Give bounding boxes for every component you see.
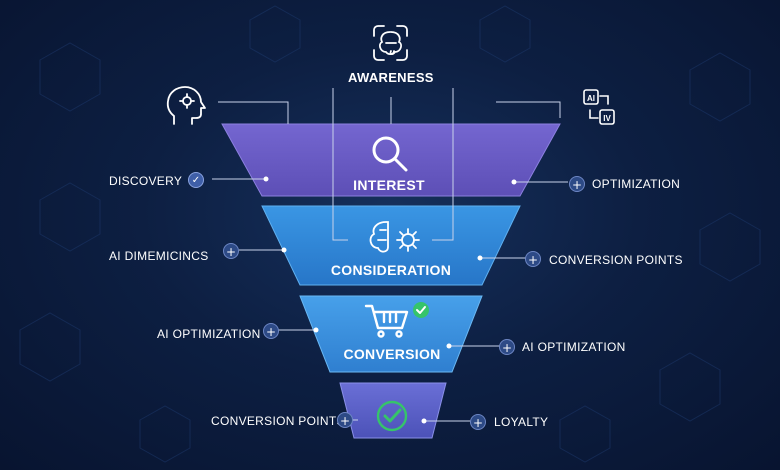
plus-badge-ai-optimization-right: + [499,339,515,355]
plus-badge-conversion-points-right: + [525,251,541,267]
right-label-conversion-points: CONVERSION POINTS [549,253,683,267]
left-label-ai-optimization: AI OPTIMIZATION [157,327,261,341]
left-label-conversion-points: CONVERSION POINTS [211,414,345,428]
shopping-cart-icon [364,304,409,338]
check-circle-icon [376,400,408,432]
search-icon [372,136,408,172]
brain-gear-icon [369,221,420,253]
left-label-discovery: DISCOVERY [109,174,183,188]
head-with-gear-icon [166,86,206,125]
funnel-tier-conversion [299,295,483,373]
stage-label-interest: INTEREST [353,177,425,193]
ai-translate-icon [583,89,615,125]
stage-label-conversion: CONVERSION [343,346,441,362]
left-label-ai-dimemicincs: AI DIMEMICINCS [109,249,209,263]
hexagon-pattern [19,5,761,463]
ai-translate-icon-glyph-b: IV [603,114,611,123]
ai-translate-icon-glyph-a: AI [587,94,595,103]
green-check-badge [413,302,429,318]
plus-badge-ai-optimization-left: + [263,323,279,339]
funnel-tier-consideration [261,205,521,286]
plus-badge-conversion-points-left: + [337,412,353,428]
right-label-ai-optimization: AI OPTIMIZATION [522,340,626,354]
brain-circuit-icon [373,25,408,61]
connector-lines [212,88,568,422]
stage-label-consideration: CONSIDERATION [330,262,452,278]
plus-badge-ai-dimemicincs: + [223,243,239,259]
awareness-label: AWARENESS [348,70,434,85]
check-badge-discovery: ✓ [188,172,204,188]
right-label-optimization: OPTIMIZATION [592,177,681,191]
plus-badge-loyalty: + [470,414,486,430]
right-label-loyalty: LOYALTY [494,415,549,429]
plus-badge-optimization: + [569,176,585,192]
